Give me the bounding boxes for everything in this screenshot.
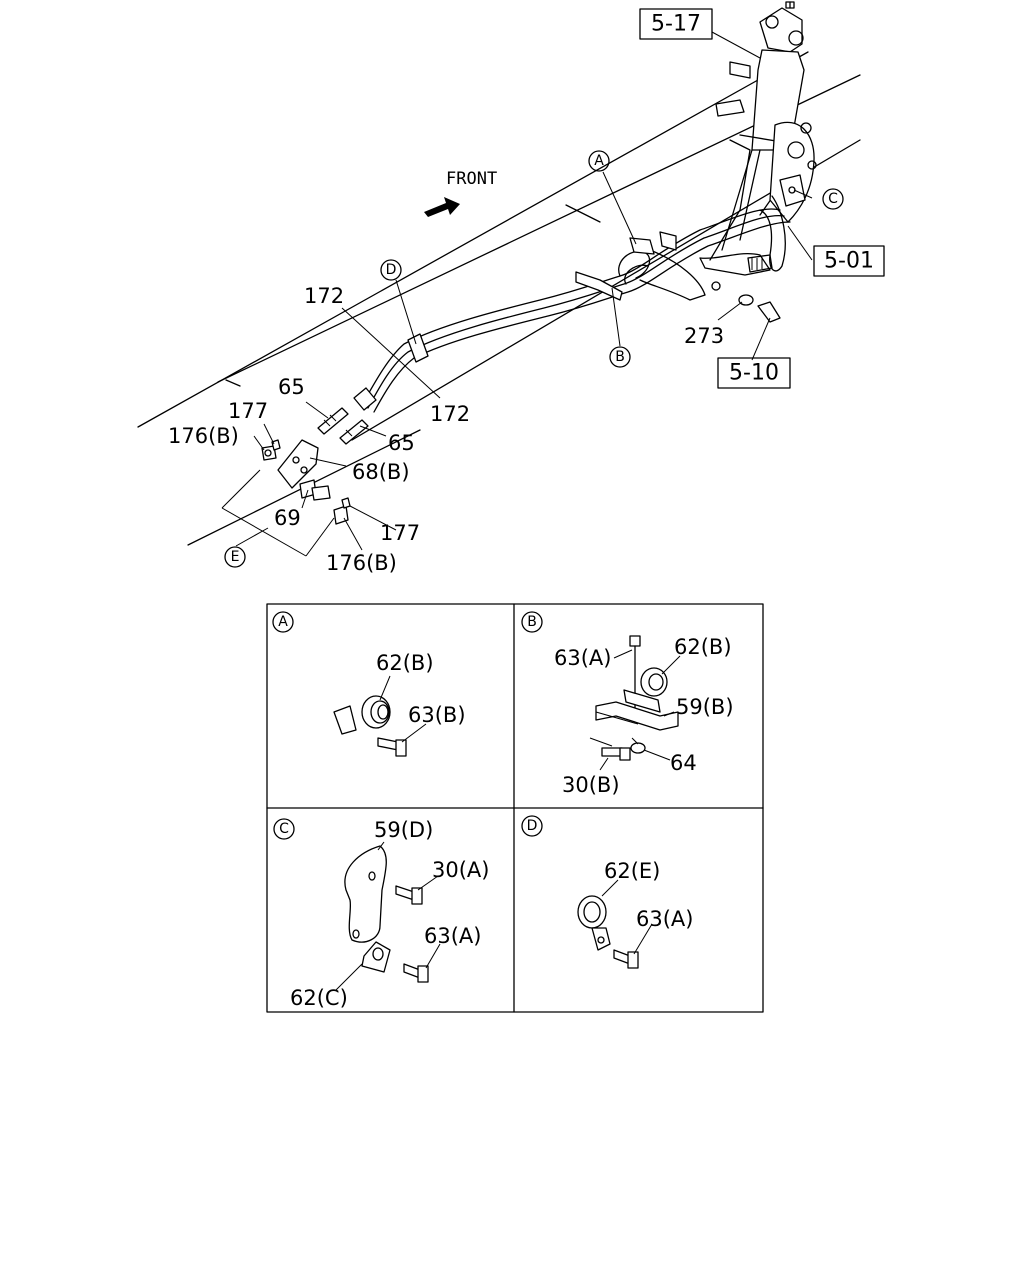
panel-b-label-clip: 62(B) [674, 635, 732, 659]
panel-c-label-bolt-lower: 63(A) [424, 924, 481, 948]
reference-box-5-01[interactable]: 5-01 [813, 245, 885, 277]
panel-b-label-bolt-top: 63(A) [554, 646, 611, 670]
panel-b-label-bolt-bottom: 30(B) [562, 773, 620, 797]
marker-c-main[interactable]: C [822, 188, 844, 210]
reference-box-5-10[interactable]: 5-10 [717, 357, 791, 389]
panel-a-marker: A [272, 611, 294, 633]
svg-text:B: B [615, 349, 625, 365]
front-label: FRONT [446, 169, 497, 189]
panel-c-label-bolt-upper: 30(A) [432, 858, 489, 882]
ref-5-10-label: 5-10 [729, 361, 779, 386]
marker-a-main[interactable]: A [588, 150, 610, 172]
callout-172-lower: 172 [430, 402, 470, 426]
svg-text:D: D [527, 818, 538, 834]
callout-65-right: 65 [388, 431, 415, 455]
main-callouts: 172 172 65 65 177 176(B) 68(B) 69 177 17… [168, 284, 724, 575]
callout-65-left: 65 [278, 375, 305, 399]
detail-panel-c: C 59(D) 30(A) 63(A) 62(C) [273, 818, 489, 1010]
cable-run [353, 208, 791, 413]
svg-text:A: A [594, 153, 604, 169]
front-indicator: FRONT [424, 169, 497, 217]
panel-d-marker: D [521, 815, 543, 837]
svg-text:D: D [386, 262, 397, 278]
panel-c-marker: C [273, 818, 295, 840]
ref-5-01-label: 5-01 [824, 249, 874, 274]
svg-text:A: A [278, 614, 288, 630]
callout-69: 69 [274, 506, 301, 530]
callout-177-lower: 177 [380, 521, 420, 545]
callout-176b-upper: 176(B) [168, 424, 239, 448]
callout-176b-lower: 176(B) [326, 551, 397, 575]
svg-text:B: B [527, 614, 537, 630]
washer-bolt [738, 294, 781, 323]
panel-b-label-nut: 64 [670, 751, 697, 775]
marker-d-main[interactable]: D [380, 259, 402, 281]
column-assembly [639, 1, 817, 301]
svg-text:E: E [231, 549, 240, 565]
callout-172-upper: 172 [304, 284, 344, 308]
ref-5-17-label: 5-17 [651, 12, 701, 37]
panel-a-label-bolt: 63(B) [408, 703, 466, 727]
detail-panel-b: B 63(A) 62(B) 59(B) 64 30(B) [521, 611, 734, 797]
svg-text:C: C [828, 191, 838, 207]
front-arrow [424, 197, 460, 217]
panel-c-label-bracket: 59(D) [374, 818, 433, 842]
panel-d-label-bolt: 63(A) [636, 907, 693, 931]
panel-b-marker: B [521, 611, 543, 633]
leader-lines [221, 31, 813, 557]
panel-a-label-clip: 62(B) [376, 651, 434, 675]
detail-grid [266, 603, 764, 1013]
detail-panel-d: D 62(E) 63(A) [521, 815, 693, 969]
reference-box-5-17[interactable]: 5-17 [639, 8, 713, 40]
panel-b-label-bracket: 59(B) [676, 695, 734, 719]
marker-b-main[interactable]: B [609, 346, 631, 368]
panel-d-label-clip: 62(E) [604, 859, 660, 883]
marker-e-main[interactable]: E [224, 546, 246, 568]
detail-panel-a: A 62(B) 63(B) [272, 611, 466, 757]
callout-273: 273 [684, 324, 724, 348]
callout-177-upper: 177 [228, 399, 268, 423]
panel-c-label-clip: 62(C) [290, 986, 348, 1010]
callout-68b: 68(B) [352, 460, 410, 484]
svg-text:C: C [279, 821, 289, 837]
